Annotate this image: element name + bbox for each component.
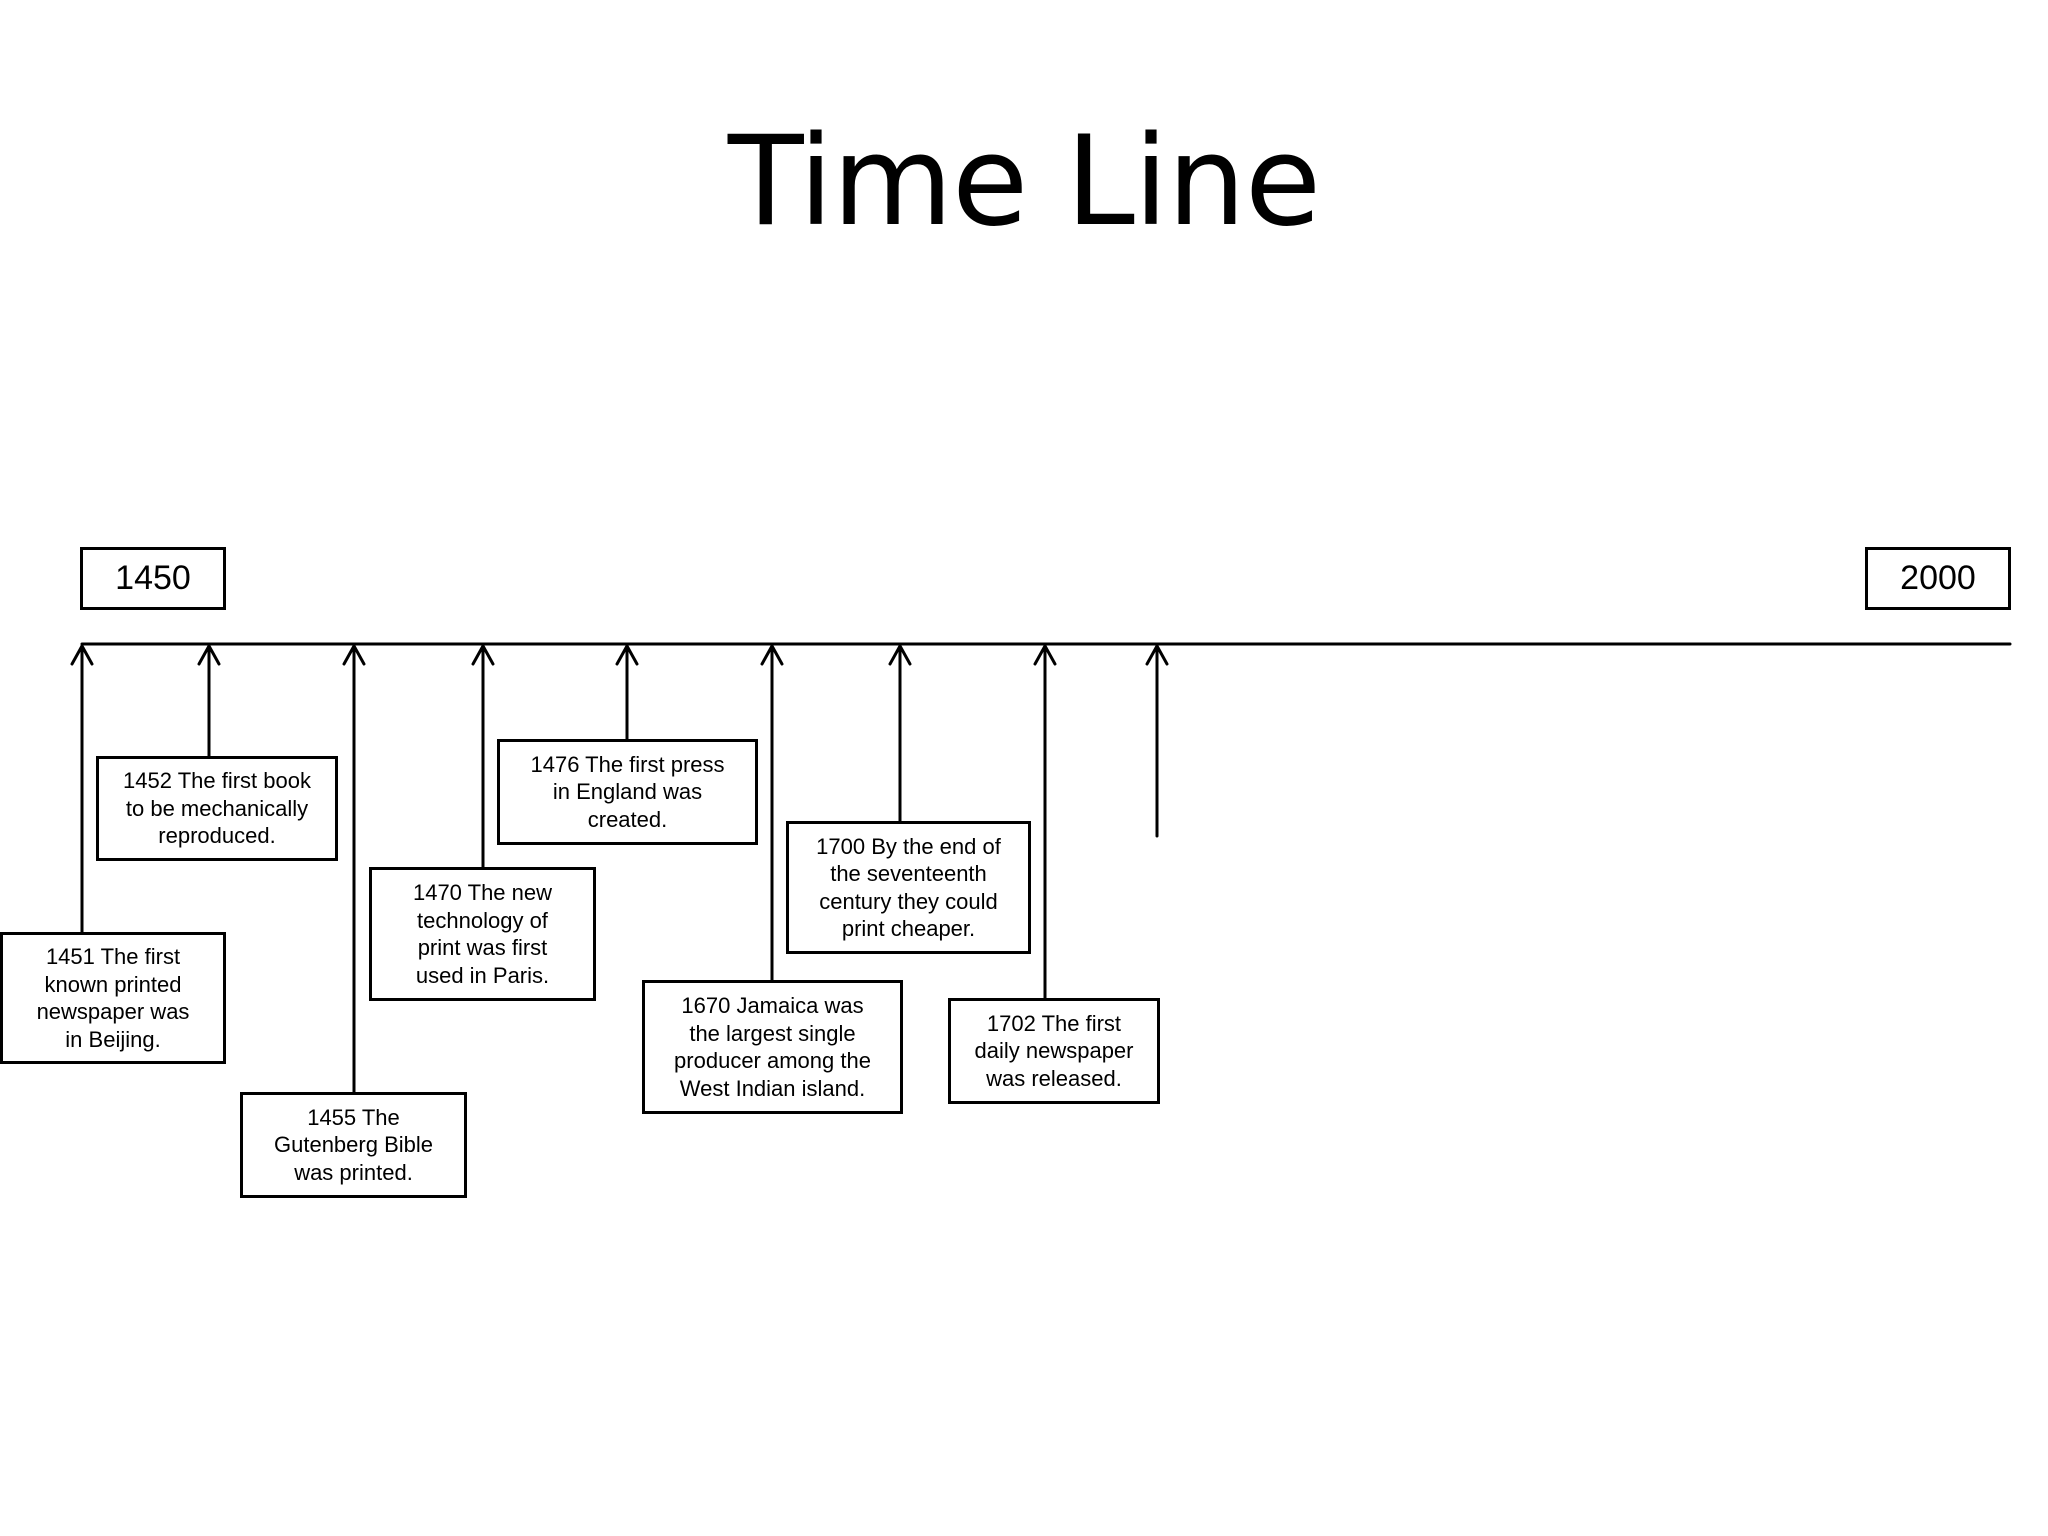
event-box-1455: 1455 The Gutenberg Bible was printed. <box>240 1092 467 1198</box>
end-year-label: 2000 <box>1865 547 2011 610</box>
event-arrow-1670 <box>760 642 784 982</box>
event-box-1670: 1670 Jamaica was the largest single prod… <box>642 980 903 1114</box>
event-arrow-1470 <box>471 642 495 869</box>
event-box-1451: 1451 The first known printed newspaper w… <box>0 932 226 1064</box>
start-year-label: 1450 <box>80 547 226 610</box>
event-box-1452: 1452 The first book to be mechanically r… <box>96 756 338 861</box>
event-arrow-1702 <box>1033 642 1057 1000</box>
event-arrow-1451 <box>70 642 94 934</box>
event-box-1702: 1702 The first daily newspaper was relea… <box>948 998 1160 1104</box>
event-arrow-empty <box>1145 642 1169 838</box>
event-arrow-1452 <box>197 642 221 758</box>
event-arrow-1700 <box>888 642 912 823</box>
page-title: Time Line <box>727 110 1321 254</box>
event-box-1470: 1470 The new technology of print was fir… <box>369 867 596 1001</box>
event-box-1476: 1476 The first press in England was crea… <box>497 739 758 845</box>
event-box-1700: 1700 By the end of the seventeenth centu… <box>786 821 1031 954</box>
event-arrow-1476 <box>615 642 639 741</box>
event-arrow-1455 <box>342 642 366 1094</box>
